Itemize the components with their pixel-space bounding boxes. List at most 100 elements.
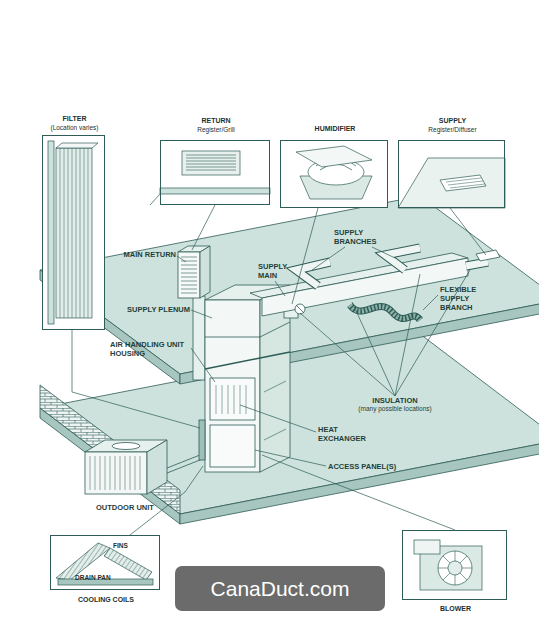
return-drop (193, 296, 205, 380)
supply-main-duct (250, 253, 468, 316)
leader-line (72, 205, 486, 535)
air-handling-unit (199, 420, 205, 460)
part-label: ACCESS PANEL(S) (328, 462, 418, 471)
air-handling-unit (216, 385, 246, 414)
leader-line (255, 450, 326, 466)
main-return (181, 257, 197, 293)
humidifier-detail (296, 146, 372, 199)
supply-main-duct (296, 305, 304, 313)
air-handling-unit (205, 322, 290, 337)
air-handling-unit (264, 381, 286, 440)
brick-wall (40, 385, 180, 514)
part-label: DRAIN PAN (75, 574, 135, 581)
inset-box: HUMIDIFIER (280, 140, 388, 208)
outdoor-unit (112, 443, 140, 450)
inset-box: BLOWER (402, 530, 507, 600)
part-label: SUPPLY PLENUM (110, 305, 190, 314)
leader-line (192, 205, 215, 250)
return-grille-detail (160, 188, 270, 194)
cooling-coil-detail (56, 543, 153, 585)
inset-heading: RETURN (161, 117, 271, 125)
filter-detail (48, 141, 54, 324)
supply-branch (466, 262, 488, 266)
leader-line (450, 208, 486, 255)
supply-branch (385, 248, 420, 270)
filter-detail (56, 143, 98, 148)
inset-background (402, 530, 507, 600)
outdoor-unit (85, 440, 205, 494)
leader-line (72, 330, 200, 428)
return-grille-detail (186, 155, 236, 170)
inset-background (280, 140, 388, 208)
supply-branch (466, 262, 488, 266)
diffuser-detail (398, 158, 505, 208)
inset-background (42, 135, 507, 600)
inset-subheading: (Location varies) (33, 124, 116, 131)
leader-line (240, 405, 316, 432)
air-handling-unit (205, 300, 260, 472)
return-drop (193, 296, 205, 380)
inset-background (50, 535, 160, 590)
part-label: (many possible locations) (330, 405, 460, 413)
leader-line (423, 295, 438, 310)
blower-detail (448, 561, 462, 575)
main-return (178, 252, 200, 298)
air-handling-unit (199, 285, 298, 472)
inset-background (398, 140, 505, 208)
inset-subheading: Register/Grill (161, 126, 271, 133)
part-label: FINS (113, 542, 153, 549)
leader-line (262, 455, 455, 530)
inset-subheading: Register/Diffuser (399, 126, 506, 133)
humidifier-detail (296, 146, 372, 167)
leader-line (292, 208, 318, 304)
leader-line (130, 466, 203, 535)
inset-background (160, 140, 270, 205)
part-label: FLEXIBLE SUPPLY BRANCH (440, 285, 502, 312)
filter-detail (48, 141, 98, 324)
blower-detail (438, 551, 472, 585)
part-label: OUTDOOR UNIT (80, 503, 170, 512)
inset-box: SUPPLYRegister/Diffuser (398, 140, 505, 208)
blower-detail (414, 540, 440, 554)
inset-heading: BLOWER (403, 605, 508, 613)
inset-box: RETURNRegister/Grill (160, 140, 270, 205)
inset-background (42, 135, 105, 330)
diffuser-detail (446, 178, 485, 188)
return-grille-detail (150, 194, 160, 205)
return-grille-detail (182, 151, 240, 175)
flexible-duct (350, 305, 420, 320)
filter-detail (60, 148, 88, 318)
part-label: INSULATION (355, 396, 435, 405)
inset-heading: SUPPLY (399, 117, 506, 125)
air-handling-unit (210, 378, 255, 420)
main-return (200, 246, 210, 298)
inset-heading: HUMIDIFIER (281, 125, 389, 133)
part-label: HEAT EXCHANGER (318, 425, 373, 443)
leader-line (191, 310, 212, 318)
air-handling-unit (205, 352, 290, 369)
inset-heading: FILTER (33, 115, 116, 123)
watermark-badge: CanaDuct.com (175, 566, 385, 611)
part-label: MAIN RETURN (108, 250, 176, 259)
filter-detail (56, 148, 92, 318)
part-label: SUPPLY BRANCHES (334, 228, 394, 246)
supply-branch (385, 248, 420, 270)
return-grille-detail (150, 151, 270, 205)
inset-box: FILTER(Location varies) (42, 135, 105, 330)
outdoor-unit (85, 452, 147, 494)
air-handling-unit (210, 425, 255, 467)
inset-box: FINSDRAIN PANCOOLING COILS (50, 535, 160, 590)
main-return (178, 246, 210, 298)
outdoor-unit (90, 456, 140, 490)
blower-detail (414, 540, 482, 590)
supply-branch (296, 248, 500, 286)
leader-line (177, 256, 186, 262)
brick-wall (40, 385, 180, 514)
watermark: CanaDuct.com (175, 566, 385, 611)
diffuser-detail (398, 158, 505, 208)
supply-branch (476, 250, 500, 261)
lower-floor (40, 408, 180, 524)
blower-detail (438, 551, 472, 585)
